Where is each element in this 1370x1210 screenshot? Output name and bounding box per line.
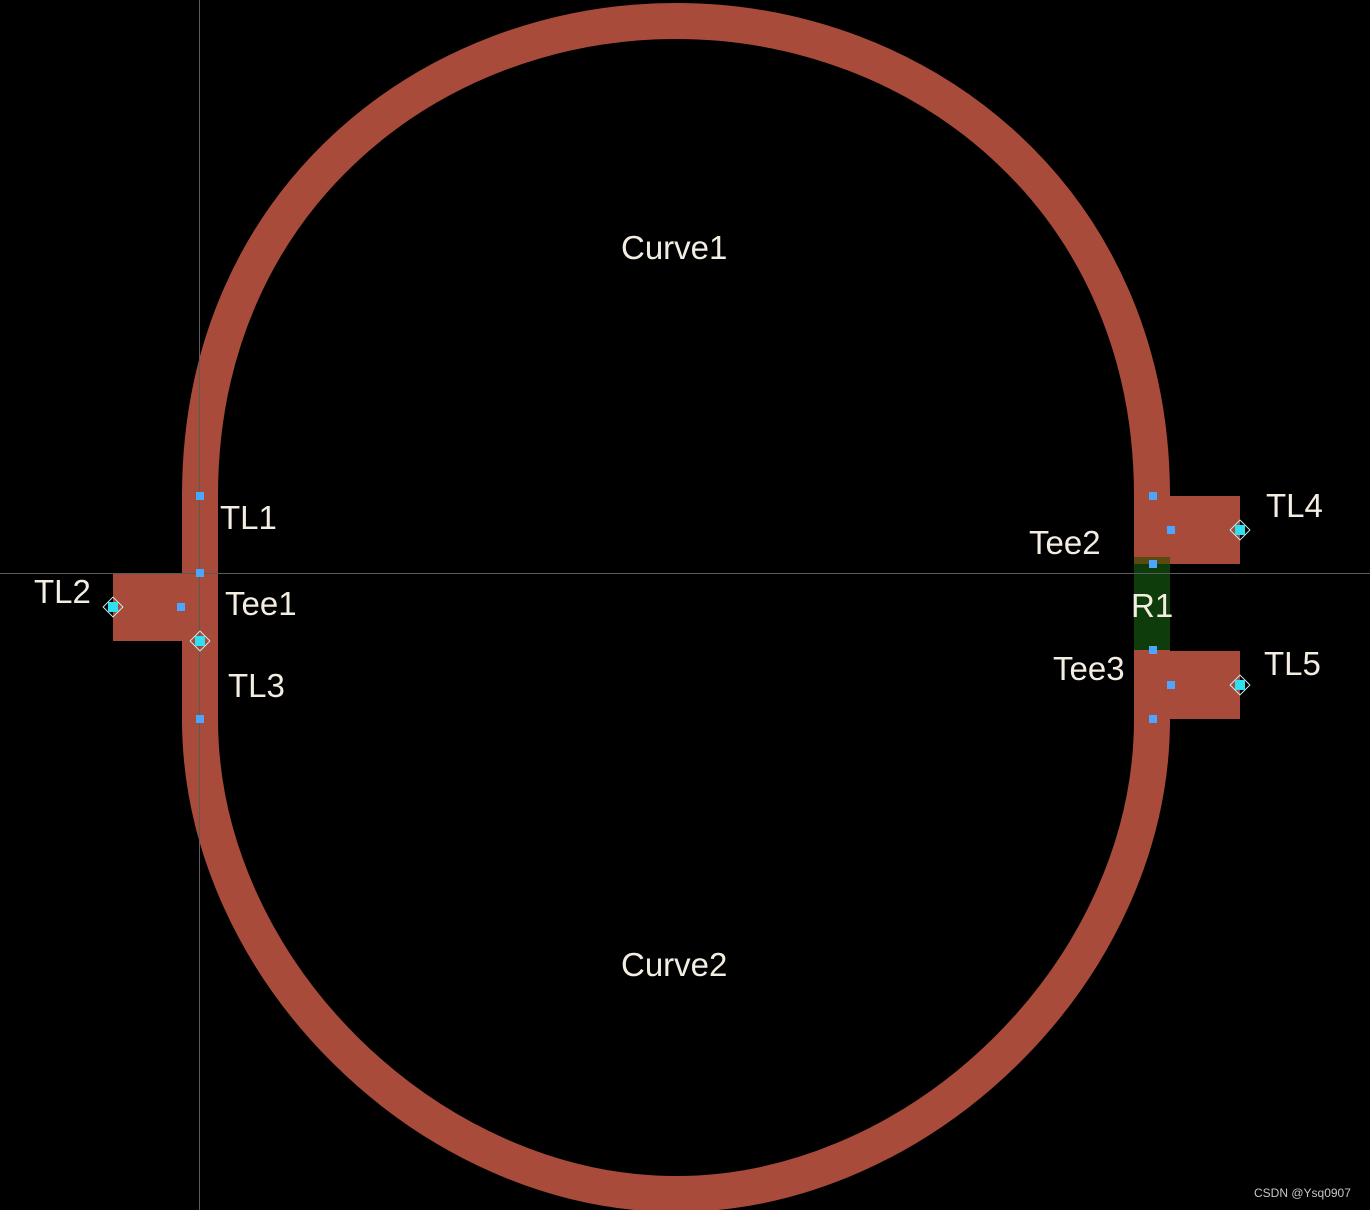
port-marker-tl4[interactable] [1229, 519, 1251, 541]
curve2-trace[interactable] [182, 718, 1170, 1210]
port-marker-tee1[interactable] [189, 630, 211, 652]
curve2-label: Curve2 [621, 946, 727, 983]
r1-label: R1 [1131, 587, 1173, 624]
port-marker-tl5[interactable] [1229, 674, 1251, 696]
tl5-trace[interactable] [1168, 651, 1240, 719]
pin-marker[interactable] [1149, 492, 1157, 500]
watermark: CSDN @Ysq0907 [1254, 1186, 1351, 1200]
pin-marker[interactable] [1149, 715, 1157, 723]
tee2-label: Tee2 [1029, 524, 1101, 561]
tl1-label: TL1 [220, 499, 277, 536]
pin-marker[interactable] [196, 492, 204, 500]
pin-marker[interactable] [196, 715, 204, 723]
tee1-label: Tee1 [225, 585, 297, 622]
pin-marker[interactable] [1149, 646, 1157, 654]
tee3-label: Tee3 [1053, 650, 1125, 687]
curve1-trace[interactable] [182, 2, 1170, 497]
tl4-trace[interactable] [1168, 496, 1240, 564]
pin-marker[interactable] [177, 603, 185, 611]
tl2-label: TL2 [34, 573, 91, 610]
tl5-label: TL5 [1264, 645, 1321, 682]
tee3-trace[interactable] [1134, 650, 1170, 722]
tee2-trace[interactable] [1134, 494, 1170, 564]
tl4-label: TL4 [1266, 487, 1323, 524]
pin-marker[interactable] [1167, 526, 1175, 534]
tl3-label: TL3 [228, 667, 285, 704]
pin-marker[interactable] [1167, 681, 1175, 689]
pin-marker[interactable] [196, 569, 204, 577]
tl2-trace[interactable] [113, 573, 185, 641]
port-marker-tl2[interactable] [102, 596, 124, 618]
pin-marker[interactable] [1149, 560, 1157, 568]
curve1-label: Curve1 [621, 229, 727, 266]
